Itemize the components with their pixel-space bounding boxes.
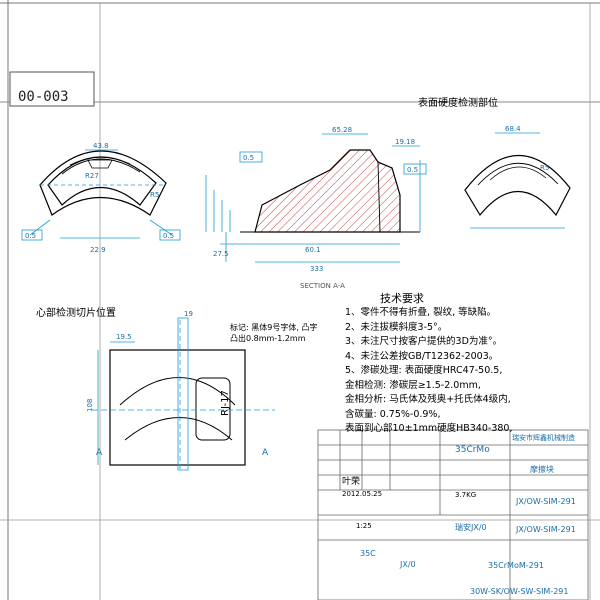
top-dim-c: 22.9 [90,246,106,254]
tb-scale: 1:25 [356,522,372,530]
tb-repeat-1: 瑞安JX/0 [455,522,487,532]
top-view-pocket [69,156,131,166]
section-arrow-a: A [96,448,103,458]
right-view-outline [464,155,571,217]
front-view [109,317,246,471]
tb-material: 35CrMo [455,445,490,455]
front-dim-b: 19 [184,310,193,318]
tb-code-4: 30W-SK/OW-SW-SIM-291 [470,587,569,596]
top-dim-e: 0.5 [163,232,174,240]
sec-dim-d: 0.5 [407,166,418,174]
top-tol-box-d [21,229,43,241]
right-dim-a: 68.4 [505,125,521,133]
requirement-line: 含碳量: 0.75%-0.9%, [345,408,441,420]
tb-date: 2012.05.25 [342,490,382,498]
sec-tol-box-d [403,163,427,175]
front-view-upper-arc [119,377,236,406]
sec-dim-f: 333 [310,265,323,273]
top-leader-e [149,219,173,236]
front-view-boss [195,377,231,441]
requirements-list: 1、零件不得有折叠, 裂纹, 等缺陷。 2、未注拔模斜度3-5°。 3、未注尺寸按客… [345,306,512,437]
marking-note-1: 标记: 黑体9号字体, 凸字 [230,322,317,332]
right-view-band [489,166,547,181]
front-dim-a: 19.5 [116,333,132,341]
sec-dim-b: 19.18 [395,138,415,146]
tb-company: 瑞安市辉鑫机械制造 [512,433,575,442]
drawing-number: 00-003 [18,89,69,105]
core-section-title: 心部检测切片位置 [36,306,116,319]
sec-dim-e: 60.1 [305,246,321,254]
requirement-line: 1、零件不得有折叠, 裂纹, 等缺陷。 [345,307,497,318]
top-leader-d [29,219,51,236]
hardness-zone-title: 表面硬度检测部位 [418,96,498,109]
tb-weight: 3.7KG [455,491,476,499]
top-view-dims [21,149,181,241]
top-view-outline [39,150,167,216]
core-cut-band [177,317,189,471]
section-dims [205,133,427,263]
tb-code-1: JX/OW-SIM-291 [515,497,576,506]
top-dim-f: R5 [150,191,159,199]
top-dim-d: 0.5 [25,232,36,240]
part-mark: RJ-17 [220,390,231,416]
requirement-line: 2、未注拔模斜度3-5°。 [345,321,448,333]
section-label: SECTION A-A [300,282,345,290]
requirement-line: 金相分析: 马氏体及残奥+托氏体4级内, [345,394,511,405]
sec-dim-c: 0.5 [243,154,254,162]
tb-part-name: 摩擦块 [530,464,554,474]
section-inner-line [377,161,381,233]
right-dim-b: R5 [540,164,549,172]
top-view-inner-arc [61,158,141,175]
requirement-line: 3、未注尺寸按客户提供的3D为准°。 [345,336,503,347]
top-view [39,150,167,216]
right-view [464,155,571,217]
sec-dim-g: 27.5 [213,250,229,258]
requirement-line: 金相检测: 渗碳层≥1.5-2.0mm, [345,379,481,391]
front-view-outline [109,349,246,466]
top-view-outer-shape [47,156,157,206]
drawing-number-box [9,71,95,107]
top-dim-a: 43.8 [93,142,109,150]
requirement-line: 5、渗碳处理: 表面硬度HRC47-50.5, [345,365,503,376]
requirement-line: 表面到心部10±1mm硬度HB340-380, [345,423,513,434]
tb-repeat-3: JX/0 [399,560,416,569]
section-arrow-a-right: A [262,448,269,458]
tb-repeat-2: 35C [360,549,376,558]
front-view-lower-arc [124,417,233,441]
front-view-dims [92,341,275,465]
tb-code-3: 35CrMoM-291 [488,561,544,570]
front-dim-c: 108 [86,399,94,412]
top-dim-b: R27 [85,172,99,180]
sec-tol-box-c [239,151,263,163]
requirements-heading: 技术要求 [380,292,424,305]
title-block [317,429,589,600]
requirement-line: 4、未注公差按GB/T12362-2003。 [345,350,499,362]
right-view-inner-arc [477,162,559,186]
top-tol-box-e [159,229,181,241]
right-view-dims [470,132,565,229]
marking-note-2: 凸出0.8mm-1.2mm [230,333,306,343]
tb-designer: 叶荣 [342,475,360,487]
tb-code-2: JX/OW-SIM-291 [515,525,576,534]
section-view [240,149,420,233]
sec-dim-a: 65.28 [332,126,352,134]
top-view-recess [87,159,113,169]
section-hatched-body [254,149,401,233]
